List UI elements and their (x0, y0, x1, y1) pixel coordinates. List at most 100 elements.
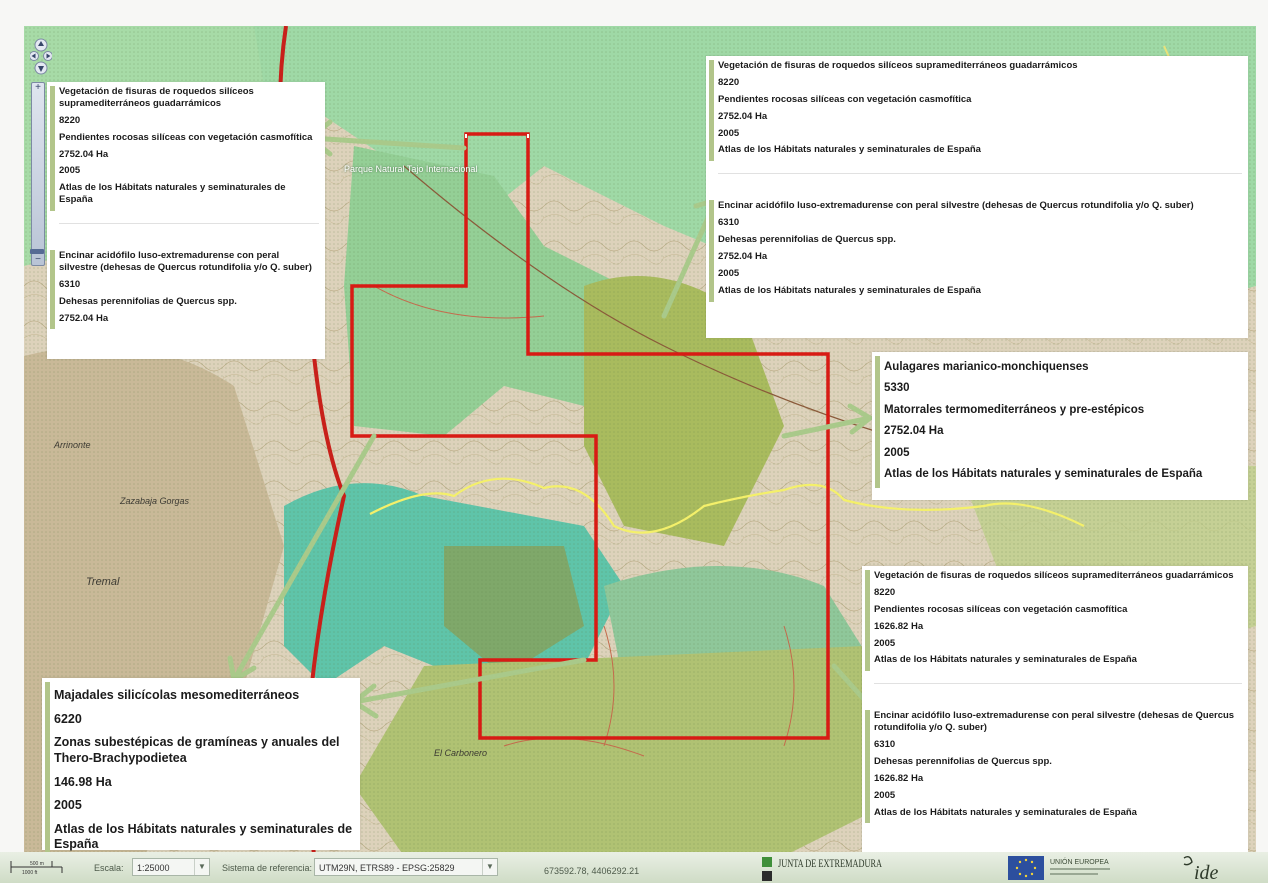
scale-label: Escala: (94, 863, 124, 873)
pan-down-icon (38, 66, 44, 72)
habitat-year: 2005 (874, 789, 896, 801)
ide-logo[interactable]: ide (1176, 852, 1236, 883)
info-popup-bottom-right: Vegetación de fisuras de roquedos silíce… (862, 566, 1248, 852)
pan-right-icon (46, 53, 51, 59)
habitat-source: Atlas de los Hábitats naturales y semina… (54, 821, 353, 852)
habitat-code: 8220 (59, 114, 81, 126)
habitat-entry: Encinar acidófilo luso-extremadurense co… (862, 706, 1248, 829)
place-label: El Carbonero (434, 748, 488, 758)
pan-left-icon (31, 53, 36, 59)
habitat-source: Atlas de los Hábitats naturales y semina… (59, 182, 286, 206)
cursor-coordinates: 673592.78, 4406292.21 (544, 866, 640, 876)
habitat-entry: Encinar acidófilo luso-extremadurense co… (47, 246, 325, 335)
habitat-year: 2005 (884, 446, 910, 459)
habitat-source: Atlas de los Hábitats naturales y semina… (718, 284, 981, 296)
zoom-out-icon[interactable]: − (35, 254, 41, 265)
habitat-year: 2005 (59, 165, 81, 177)
info-popup-top-left: Vegetación de fisuras de roquedos silíce… (47, 82, 325, 359)
scale-value: 1:25000 (137, 863, 170, 873)
zoom-slider[interactable]: + − (30, 82, 45, 266)
place-label: Tremal (86, 576, 120, 588)
divider (874, 683, 1242, 706)
habitat-source: Atlas de los Hábitats naturales y semina… (874, 806, 1137, 818)
habitat-area: 2752.04 Ha (718, 110, 768, 122)
habitat-year: 2005 (718, 267, 740, 279)
place-label: Parque Natural Tajo Internacional (344, 164, 478, 174)
status-bar: 500 m 1000 ft Escala: 1:25000 ▼ Sistema … (0, 852, 1268, 883)
junta-extremadura-logo[interactable]: JUNTA DE EXTREMADURA (762, 853, 882, 883)
place-label: Zazabaja Gorgas (120, 496, 190, 506)
habitat-name: Encinar acidófilo luso-extremadurense co… (718, 200, 1194, 212)
habitat-code: 8220 (874, 586, 896, 598)
union-europea-logo[interactable]: UNIÓN EUROPEA (1008, 854, 1128, 882)
habitat-entry: Aulagares marianico-monchiquenses 5330 M… (872, 352, 1248, 494)
habitat-year: 2005 (874, 637, 896, 649)
scale-bar-top-label: 500 m (30, 861, 44, 867)
svg-text:ide: ide (1194, 862, 1219, 883)
parcel-outline (350, 132, 830, 740)
stream (373, 285, 545, 319)
habitat-name: Majadales silicícolas mesomediterráneos (54, 688, 300, 702)
habitat-year: 2005 (54, 798, 82, 813)
habitat-year: 2005 (718, 127, 740, 139)
habitat-area: 2752.04 Ha (59, 312, 109, 324)
scale-select[interactable]: 1:25000 ▼ (132, 858, 210, 876)
pan-control[interactable] (30, 37, 52, 75)
habitat-description: Pendientes rocosas silíceas con vegetaci… (59, 131, 313, 143)
habitat-code: 6310 (718, 217, 740, 229)
scale-bar-bottom-label: 1000 ft (22, 870, 38, 876)
pan-up-icon (38, 41, 44, 46)
habitat-description: Pendientes rocosas silíceas con vegetaci… (718, 93, 972, 105)
habitat-description: Dehesas perennifolias de Quercus spp. (59, 295, 237, 307)
crs-value: UTM29N, ETRS89 - EPSG:25829 (319, 863, 455, 873)
parcel-outline-gap (465, 134, 529, 138)
habitat-description: Dehesas perennifolias de Quercus spp. (718, 234, 896, 245)
road (403, 165, 925, 447)
habitat-description: Matorrales termomediterráneos y pre-esté… (884, 403, 1145, 416)
river-line (369, 477, 1085, 534)
habitat-source: Atlas de los Hábitats naturales y semina… (884, 467, 1203, 480)
habitat-area: 1626.82 Ha (874, 620, 924, 632)
place-label: Arrinonte (54, 440, 91, 450)
habitat-name: Encinar acidófilo luso-extremadurense co… (874, 710, 1235, 734)
zoom-in-icon[interactable]: + (35, 82, 41, 93)
habitat-area: 146.98 Ha (54, 774, 112, 789)
crs-label: Sistema de referencia: (222, 863, 313, 873)
habitat-entry: Vegetación de fisuras de roquedos silíce… (862, 566, 1248, 677)
habitat-name: Aulagares marianico-monchiquenses (884, 361, 1089, 373)
habitat-name: Vegetación de fisuras de roquedos silíce… (59, 86, 254, 109)
habitat-code: 8220 (718, 76, 740, 88)
habitat-name: Vegetación de fisuras de roquedos silíce… (718, 60, 1078, 71)
habitat-source: Atlas de los Hábitats naturales y semina… (874, 654, 1137, 666)
stream (603, 625, 615, 747)
habitat-name: Vegetación de fisuras de roquedos silíce… (874, 570, 1234, 581)
habitat-entry: Vegetación de fisuras de roquedos silíce… (47, 82, 325, 217)
info-popup-bottom-left: Majadales silicícolas mesomediterráneos … (42, 678, 360, 861)
habitat-description: Dehesas perennifolias de Quercus spp. (874, 755, 1052, 767)
chevron-down-icon: ▼ (482, 859, 497, 875)
divider (59, 223, 319, 246)
habitat-name: Encinar acidófilo luso-extremadurense co… (59, 250, 312, 273)
habitat-entry: Vegetación de fisuras de roquedos silíce… (706, 56, 1248, 167)
habitat-code: 6310 (874, 739, 896, 750)
habitat-code: 6310 (59, 278, 81, 290)
zoom-handle[interactable] (30, 249, 44, 254)
chevron-down-icon: ▼ (194, 859, 209, 875)
habitat-code: 6220 (54, 711, 82, 726)
habitat-entry: Majadales silicícolas mesomediterráneos … (42, 678, 360, 867)
svg-text:UNIÓN EUROPEA: UNIÓN EUROPEA (1050, 857, 1109, 866)
stream (783, 625, 795, 747)
habitat-entry: Encinar acidófilo luso-extremadurense co… (706, 196, 1248, 307)
divider (718, 173, 1242, 196)
habitat-description: Pendientes rocosas silíceas con vegetaci… (874, 603, 1128, 615)
habitat-area: 2752.04 Ha (718, 250, 768, 262)
habitat-area: 1626.82 Ha (874, 772, 924, 784)
scale-bar: 500 m 1000 ft (10, 861, 63, 876)
habitat-description: Zonas subestépicas de gramíneas y anuale… (54, 735, 340, 765)
svg-text:JUNTA DE EXTREMADURA: JUNTA DE EXTREMADURA (778, 856, 882, 870)
info-popup-top-right: Vegetación de fisuras de roquedos silíce… (706, 56, 1248, 338)
crs-select[interactable]: UTM29N, ETRS89 - EPSG:25829 ▼ (314, 858, 498, 876)
habitat-area: 2752.04 Ha (59, 148, 109, 160)
info-popup-middle-right: Aulagares marianico-monchiquenses 5330 M… (872, 352, 1248, 500)
